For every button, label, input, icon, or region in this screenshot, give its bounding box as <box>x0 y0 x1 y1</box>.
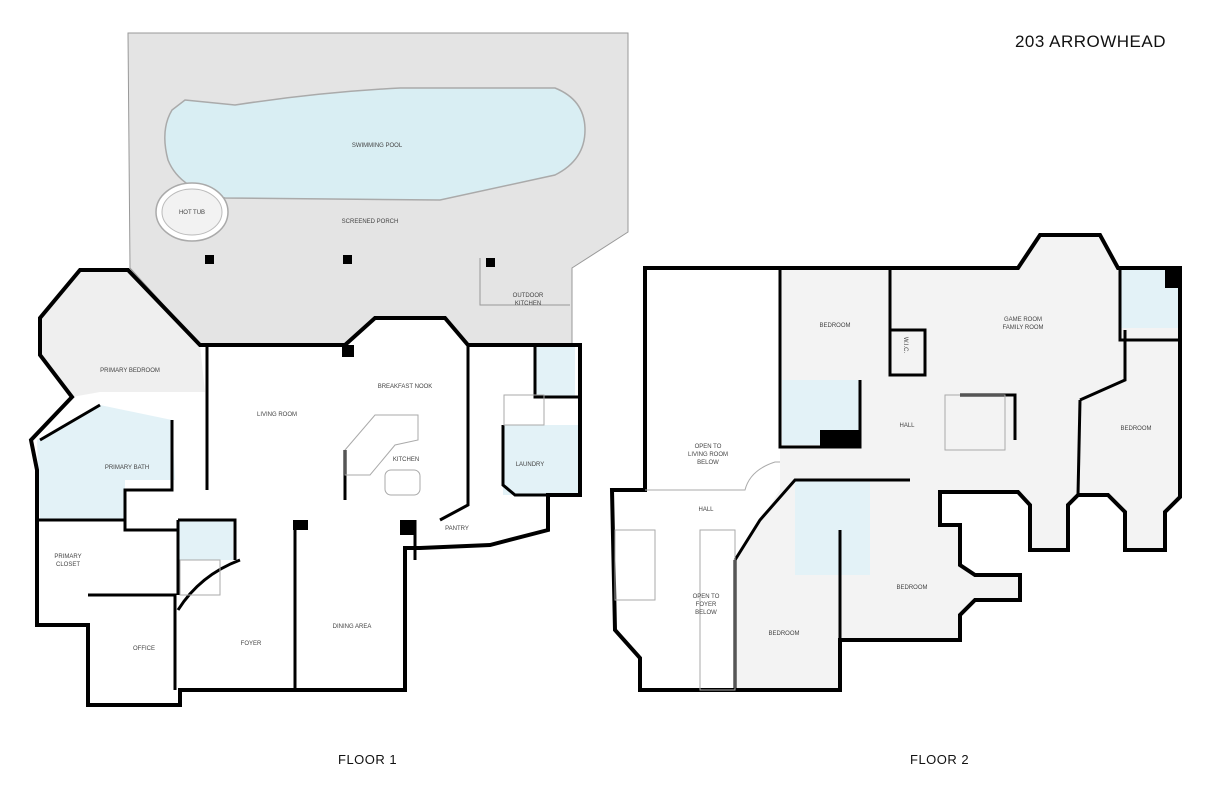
label-living-room: LIVING ROOM <box>257 412 297 418</box>
room-labels: SWIMMING POOL HOT TUB SCREENED PORCH OUT… <box>54 143 1151 652</box>
floor-1-plan <box>28 32 629 707</box>
floor-1-outer-walls <box>28 268 582 707</box>
label-open-living-3: BELOW <box>697 460 719 466</box>
label-swimming-pool: SWIMMING POOL <box>352 143 403 149</box>
floor-2-plan <box>609 233 1182 692</box>
swimming-pool <box>164 87 586 201</box>
label-primary-closet-2: CLOSET <box>56 562 80 568</box>
label-breakfast-nook: BREAKFAST NOOK <box>378 384 433 390</box>
label-open-living-1: OPEN TO <box>695 444 722 450</box>
label-open-foyer-1: OPEN TO <box>693 594 720 600</box>
half-bath-area <box>178 520 233 560</box>
primary-bath-area <box>37 405 175 520</box>
label-open-foyer-2: FOYER <box>696 602 717 608</box>
label-game-room: GAME ROOM <box>1004 317 1042 323</box>
label-foyer: FOYER <box>241 641 262 647</box>
label-kitchen: KITCHEN <box>393 457 419 463</box>
floor-2-outer-walls <box>609 233 1182 692</box>
label-hall-lower: HALL <box>698 507 714 513</box>
label-open-foyer-3: BELOW <box>695 610 717 616</box>
label-screened-porch: SCREENED PORCH <box>342 219 399 225</box>
label-outdoor-kitchen: OUTDOOR <box>513 293 544 299</box>
label-primary-bath: PRIMARY BATH <box>105 465 149 471</box>
label-wic: W.I.C. <box>902 337 908 354</box>
label-bedroom-1: BEDROOM <box>819 323 850 329</box>
laundry-area <box>503 425 578 495</box>
label-primary-bedroom: PRIMARY BEDROOM <box>100 368 160 374</box>
floor-1-label: FLOOR 1 <box>338 752 398 767</box>
property-title: 203 ARROWHEAD <box>1014 32 1166 51</box>
label-hall-upper: HALL <box>899 423 915 429</box>
bath-b <box>795 480 870 575</box>
floor-2-label: FLOOR 2 <box>910 752 970 767</box>
powder-bath-area <box>535 345 575 397</box>
label-bedroom-2: BEDROOM <box>1120 426 1151 432</box>
label-laundry: LAUNDRY <box>516 462 545 468</box>
label-bedroom-4: BEDROOM <box>768 631 799 637</box>
label-family-room: FAMILY ROOM <box>1002 325 1043 331</box>
label-hot-tub: HOT TUB <box>179 210 205 216</box>
primary-bedroom-area <box>40 270 205 397</box>
label-outdoor-kitchen-2: KITCHEN <box>515 301 541 307</box>
label-primary-closet: PRIMARY <box>54 554 81 560</box>
floor-2-rooms-fill <box>735 235 1180 690</box>
label-pantry: PANTRY <box>445 526 469 532</box>
label-bedroom-3: BEDROOM <box>896 585 927 591</box>
label-open-living-2: LIVING ROOM <box>688 452 728 458</box>
label-office: OFFICE <box>133 646 155 652</box>
label-dining-area: DINING AREA <box>333 624 372 630</box>
